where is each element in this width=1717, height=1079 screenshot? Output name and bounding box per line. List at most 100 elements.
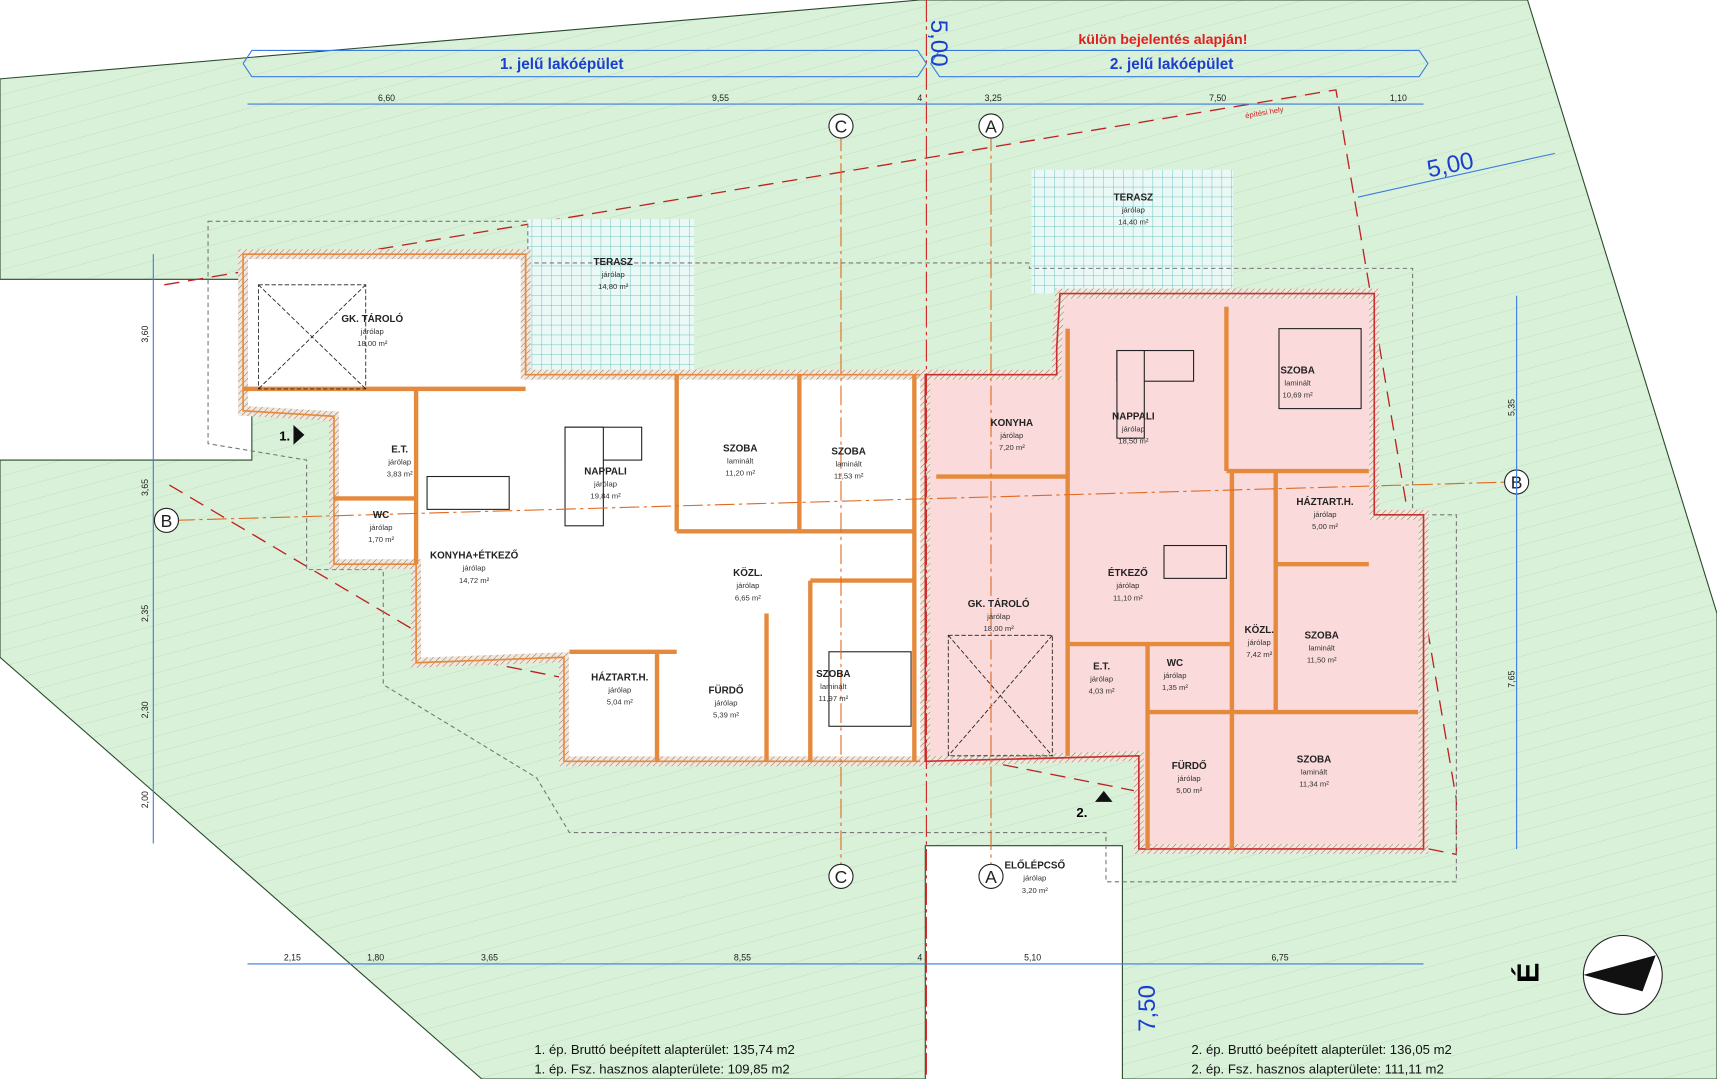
building-1 [238, 249, 931, 767]
axis-label-a-bottom: A [985, 867, 997, 887]
label: járólap [1121, 206, 1145, 215]
label: 6,75 [1272, 953, 1289, 963]
label: GK. TÁROLÓ [341, 313, 403, 325]
label: laminált [727, 456, 754, 465]
label: WC [1167, 658, 1183, 669]
label: WC [373, 510, 389, 521]
label: KÖZL. [733, 568, 763, 579]
label: KONYHA [990, 418, 1033, 429]
label: 11,53 m² [834, 472, 864, 481]
label: KONYHA+ÉTKEZŐ [430, 550, 519, 562]
right-dimensions: 5,35 7,65 [1506, 399, 1516, 688]
label: 4 [917, 93, 922, 103]
label: 3,65 [140, 479, 150, 496]
label: 5,00 m² [1312, 522, 1338, 531]
label: járólap [1162, 671, 1186, 680]
building-zone-line [163, 89, 1458, 856]
label: 3,60 [140, 325, 150, 342]
label: SZOBA [816, 669, 850, 680]
label: SZOBA [1304, 631, 1338, 642]
label: 11,10 m² [1113, 593, 1143, 602]
room-bedroom-1: SZOBA laminált 10,69 m² [1280, 366, 1314, 400]
top-dimensions: 6,60 9,55 4 3,25 7,50 1,10 [378, 93, 1407, 103]
label: 14,72 m² [459, 576, 490, 585]
label: járólap [387, 457, 411, 466]
label: SZOBA [831, 447, 865, 458]
label: 5,39 m² [713, 711, 739, 720]
building-1-title: 1. jelű lakóépület [500, 56, 624, 73]
building-2-gross-area: 2. ép. Bruttó beépített alapterület: 136… [1191, 1042, 1451, 1057]
label: laminált [835, 460, 862, 469]
axis-label-c-bottom: C [835, 867, 848, 887]
label: laminált [1309, 644, 1336, 653]
label: SZOBA [1280, 366, 1314, 377]
label: járólap [1247, 638, 1271, 647]
label: 5,00 m² [1176, 786, 1202, 795]
terrace-2 [1031, 169, 1233, 294]
room-bedroom-2: SZOBA laminált 11,53 m² [831, 447, 865, 481]
label: 5,10 [1024, 953, 1041, 963]
label: 10,69 m² [1282, 391, 1313, 400]
terrace-1 [527, 219, 695, 375]
label: E.T. [391, 444, 408, 455]
label: 3,65 [481, 953, 498, 963]
entrance-1: 1. [279, 425, 305, 445]
label: 19,84 m² [590, 491, 621, 500]
label: ELŐLÉPCSŐ [1004, 860, 1065, 872]
label: 2,15 [284, 953, 301, 963]
north-arrow-icon: É [1511, 934, 1663, 1015]
label: TERASZ [1114, 192, 1153, 203]
label: járólap [1022, 874, 1046, 883]
room-terrace: TERASZ járólap 14,40 m² [1114, 192, 1153, 226]
axis-label-a-top: A [985, 117, 997, 137]
bottom-dimensions: 2,15 1,80 3,65 8,55 4 5,10 6,75 [284, 953, 1289, 963]
label: 8,55 [734, 953, 751, 963]
note-separate-notification: külön bejelentés alapján! [1078, 32, 1247, 48]
building-1-gross-area: 1. ép. Bruttó beépített alapterület: 135… [534, 1042, 794, 1057]
label: 11,20 m² [725, 468, 755, 477]
label: HÁZTART.H. [1296, 497, 1353, 508]
label: 9,55 [712, 93, 729, 103]
label: 5,35 [1506, 399, 1516, 416]
label: ÉTKEZŐ [1108, 567, 1148, 579]
axis-label-c-top: C [835, 117, 848, 137]
label: GK. TÁROLÓ [968, 598, 1030, 610]
label: 1,80 [367, 953, 384, 963]
setback-bottom: 7,50 [1134, 985, 1161, 1032]
label: járólap [1089, 674, 1113, 683]
label: 2,35 [140, 605, 150, 622]
building-2-net-area: 2. ép. Fsz. hasznos alapterülete: 111,11… [1191, 1062, 1443, 1077]
label: HÁZTART.H. [591, 672, 648, 683]
label: 2. [1076, 805, 1087, 820]
label: FÜRDŐ [1172, 760, 1207, 772]
label: NAPPALI [1112, 412, 1155, 423]
building-1-net-area: 1. ép. Fsz. hasznos alapterülete: 109,85… [534, 1062, 789, 1077]
label: KÖZL. [1245, 625, 1275, 636]
label: 11,97 m² [818, 694, 848, 703]
label: járólap [360, 327, 384, 336]
label: E.T. [1093, 661, 1110, 672]
label: 14,40 m² [1118, 218, 1149, 227]
label: 7,42 m² [1246, 650, 1272, 659]
label: járólap [593, 479, 617, 488]
label: laminált [1284, 379, 1311, 388]
label: 11,34 m² [1299, 780, 1329, 789]
